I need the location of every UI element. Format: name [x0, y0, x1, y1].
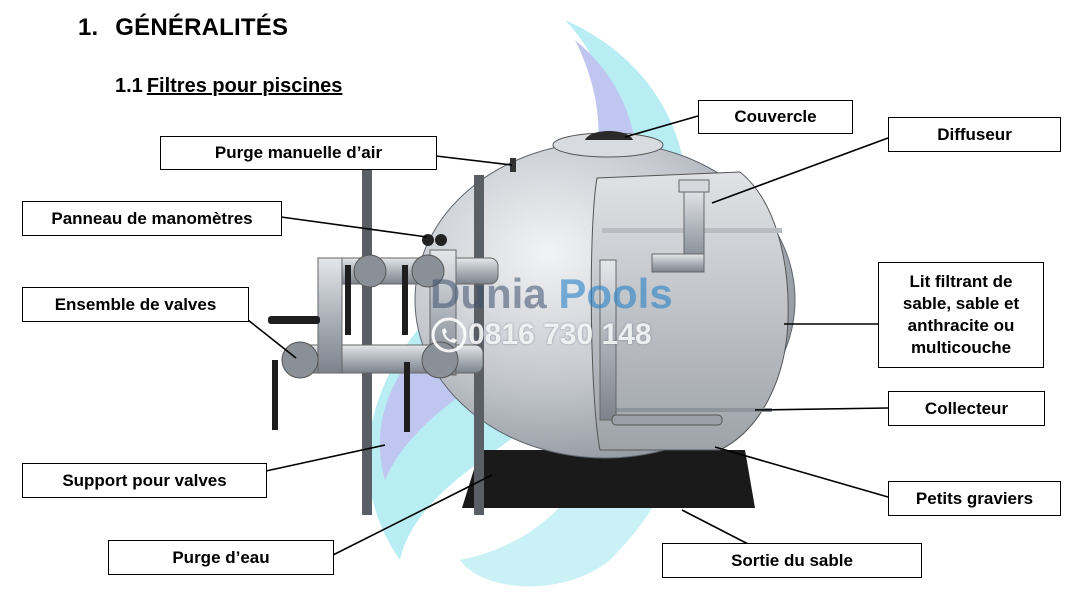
- label-collecteur: Collecteur: [888, 391, 1045, 426]
- leader-lines: [247, 115, 889, 556]
- watermark-brand: Dunia Pools: [430, 270, 673, 318]
- subheading-number: 1.1: [115, 75, 143, 97]
- filter-tank: [414, 131, 796, 459]
- watermark-brand-part1: Dunia: [430, 270, 559, 317]
- section-heading: 1. GÉNÉRALITÉS: [78, 14, 288, 42]
- label-lit-filtrant: Lit filtrant de sable, sable et anthraci…: [878, 262, 1044, 368]
- heading-title: GÉNÉRALITÉS: [115, 14, 289, 41]
- label-sortie-sable: Sortie du sable: [662, 543, 922, 578]
- label-valves: Ensemble de valves: [22, 287, 249, 322]
- label-purge-eau: Purge d’eau: [108, 540, 334, 575]
- label-support-valves: Support pour valves: [22, 463, 267, 498]
- valve-support-right: [474, 175, 484, 515]
- tank-base: [462, 450, 755, 508]
- label-purge-air: Purge manuelle d’air: [160, 136, 437, 170]
- whatsapp-icon: [431, 317, 467, 353]
- label-diffuseur: Diffuseur: [888, 117, 1061, 152]
- watermark-phone: 0816 730 148: [468, 318, 652, 351]
- watermark-brand-part2: Pools: [558, 270, 673, 317]
- label-petits-graviers: Petits graviers: [888, 481, 1061, 516]
- label-manometres: Panneau de manomètres: [22, 201, 282, 236]
- subheading-title: Filtres pour piscines: [146, 75, 343, 97]
- label-couvercle: Couvercle: [698, 100, 853, 134]
- heading-number: 1.: [78, 14, 99, 41]
- valve-assembly: [268, 249, 499, 432]
- valve-support-left: [362, 170, 372, 515]
